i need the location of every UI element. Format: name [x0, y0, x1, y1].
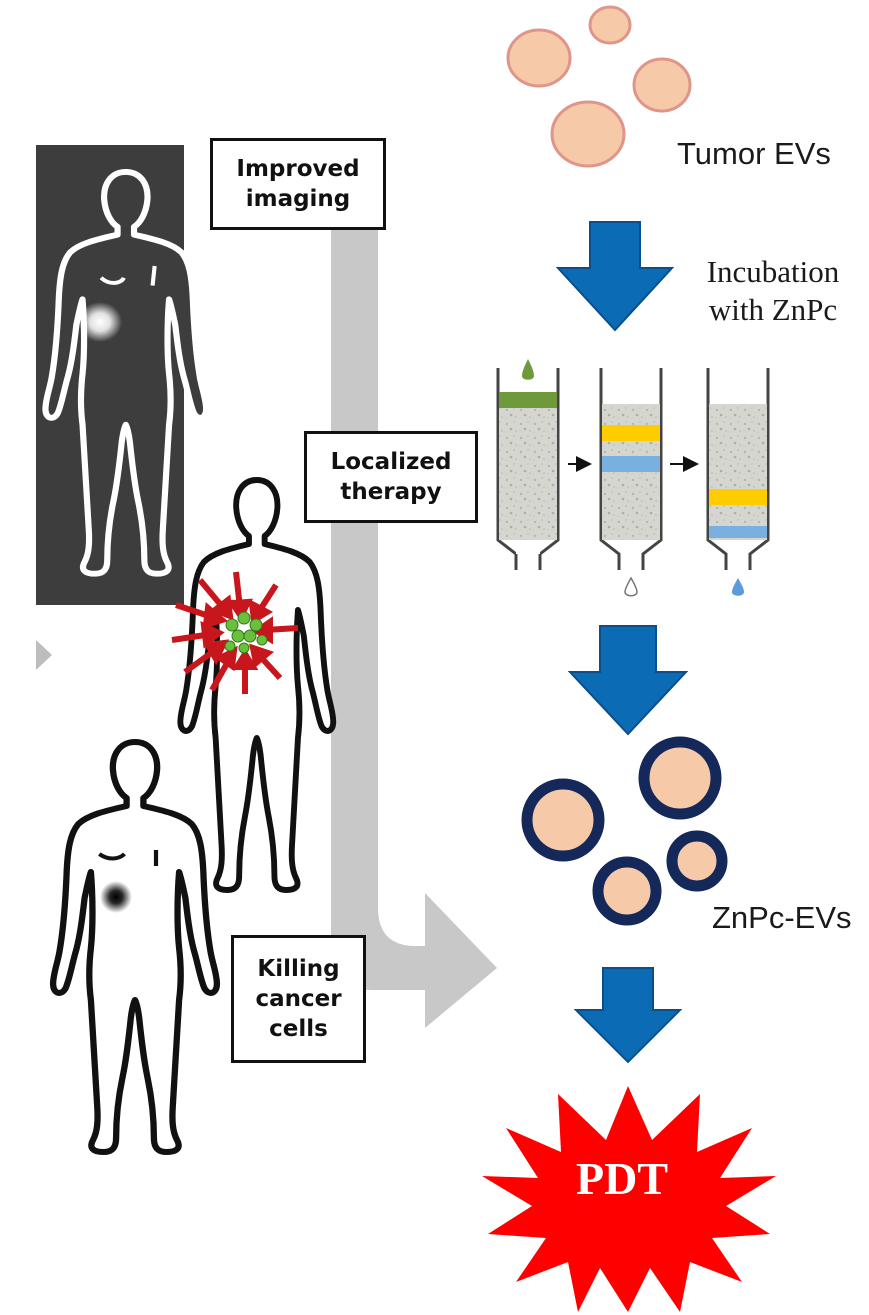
tumor-ev-cluster [506, 5, 692, 168]
pdt-starburst-icon [482, 1086, 776, 1312]
imaging-human-icon [45, 172, 206, 574]
incubation-line-1: Incubation [706, 254, 840, 289]
chromatography-column-icon-2 [599, 368, 663, 597]
flow-path-arrow [331, 230, 497, 1028]
killing-line-3: cells [269, 1016, 328, 1042]
down-arrow-icon-1 [555, 221, 675, 332]
incubation-label: Incubation with ZnPc [688, 253, 858, 329]
znpc-evs-label: ZnPc-EVs [712, 900, 852, 935]
therapy-arrows-icon [171, 571, 299, 694]
improved-imaging-label: Improved imaging [210, 138, 386, 230]
localized-therapy-label: Localized therapy [304, 431, 478, 523]
improved-imaging-line-1: Improved [236, 156, 360, 182]
znpc-ev-cluster [521, 736, 728, 926]
incubation-line-2: with ZnPc [708, 292, 838, 327]
therapy-human-icon [180, 480, 333, 890]
killing-line-2: cancer [255, 986, 342, 1012]
killing-line-1: Killing [257, 956, 340, 982]
down-arrow-icon-2 [567, 625, 689, 736]
localized-therapy-line-2: therapy [340, 479, 442, 505]
localized-therapy-line-1: Localized [330, 449, 452, 475]
down-arrow-icon-3 [573, 967, 683, 1064]
nanoparticle-cluster [224, 611, 268, 654]
imaging-glow-spot [78, 302, 122, 342]
cancer-dark-spot [100, 881, 132, 913]
chromatography-column-icon-1 [496, 359, 560, 570]
tumor-evs-label: Tumor EVs [677, 136, 831, 171]
left-triangle-marker [36, 640, 52, 670]
chromatography-column-icon-3 [706, 368, 770, 596]
pdt-label: PDT [576, 1153, 668, 1204]
treated-human-icon [53, 742, 217, 1152]
killing-cancer-cells-label: Killing cancer cells [231, 935, 366, 1063]
improved-imaging-line-2: imaging [245, 186, 351, 212]
